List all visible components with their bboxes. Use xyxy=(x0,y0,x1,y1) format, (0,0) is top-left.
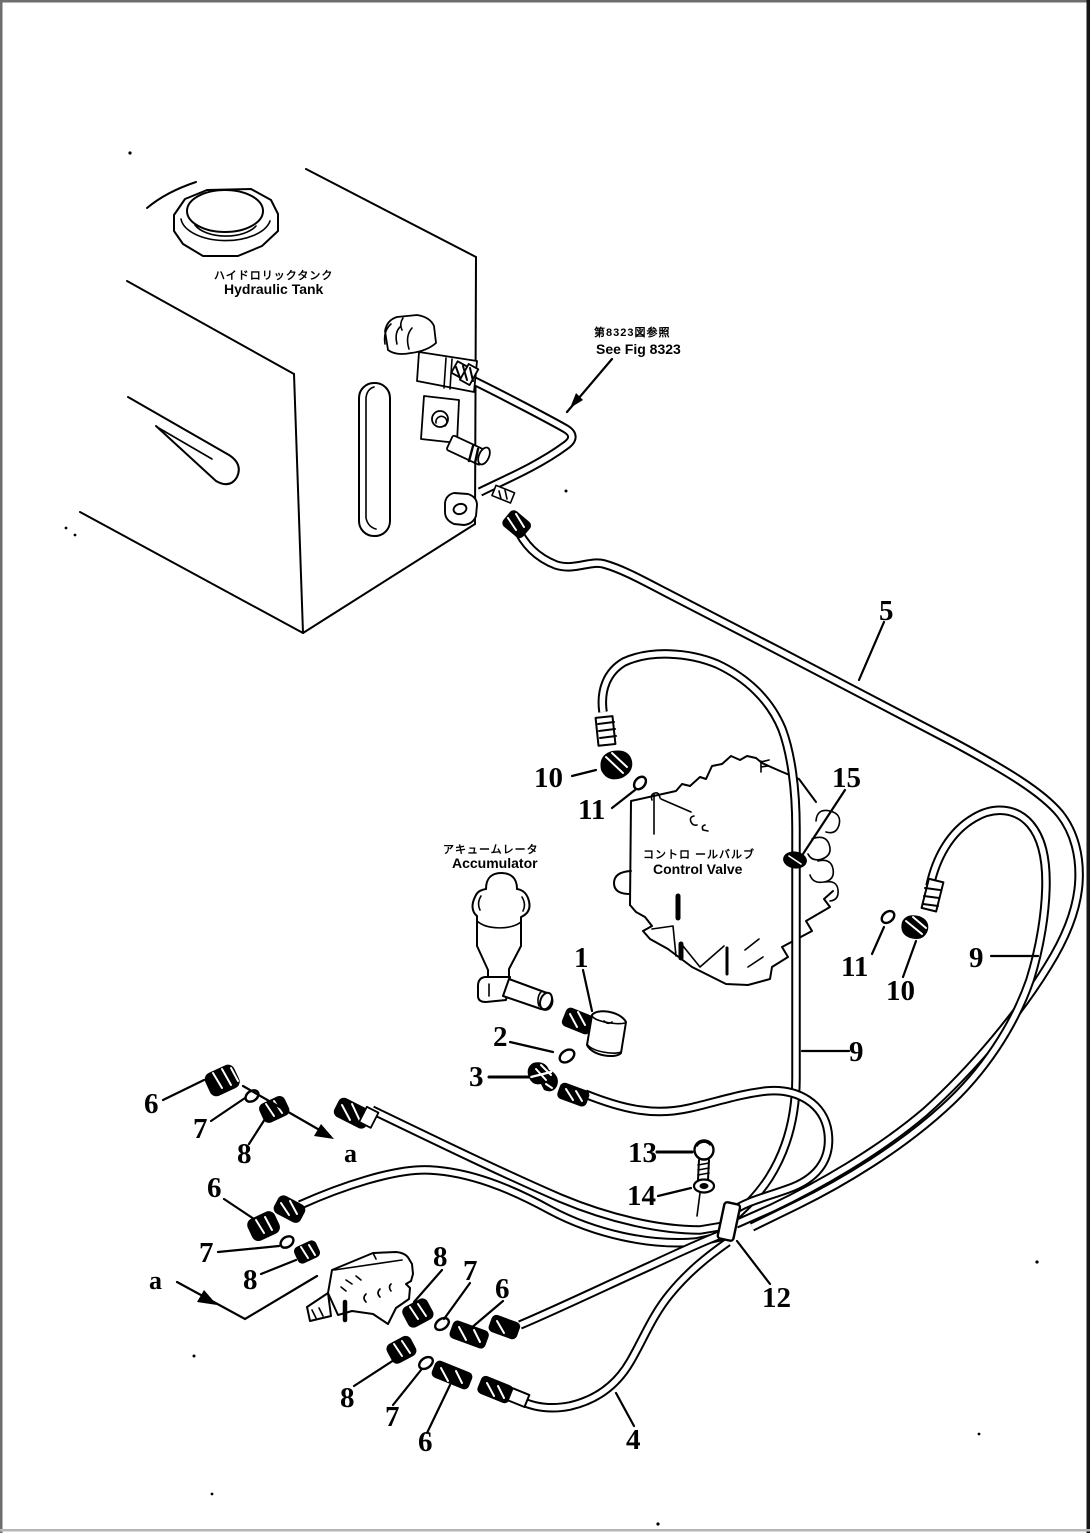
svg-text:7: 7 xyxy=(193,1113,208,1145)
svg-text:2: 2 xyxy=(493,1021,508,1053)
svg-text:1: 1 xyxy=(574,942,589,974)
svg-text:10: 10 xyxy=(886,975,915,1007)
svg-text:5: 5 xyxy=(879,595,894,627)
svg-text:8: 8 xyxy=(237,1138,252,1170)
svg-text:7: 7 xyxy=(463,1255,478,1287)
svg-text:15: 15 xyxy=(832,762,861,794)
svg-text:8: 8 xyxy=(340,1382,355,1414)
svg-text:3: 3 xyxy=(469,1061,484,1093)
svg-text:アキュームレータ: アキュームレータ xyxy=(443,843,539,856)
svg-text:6: 6 xyxy=(144,1088,159,1120)
svg-text:8: 8 xyxy=(433,1241,448,1273)
svg-text:Hydraulic Tank: Hydraulic Tank xyxy=(224,281,324,297)
svg-text:Control Valve: Control Valve xyxy=(653,861,743,877)
svg-text:第8323図参照: 第8323図参照 xyxy=(594,325,670,339)
svg-text:6: 6 xyxy=(207,1172,222,1204)
svg-text:12: 12 xyxy=(762,1282,791,1314)
svg-text:14: 14 xyxy=(627,1180,656,1212)
svg-text:4: 4 xyxy=(626,1424,641,1456)
svg-text:See Fig 8323: See Fig 8323 xyxy=(596,341,681,357)
svg-text:コントロ ールバルブ: コントロ ールバルブ xyxy=(643,847,755,861)
svg-text:7: 7 xyxy=(385,1401,400,1433)
svg-text:a: a xyxy=(149,1266,162,1295)
svg-text:9: 9 xyxy=(969,942,984,974)
svg-text:8: 8 xyxy=(243,1264,258,1296)
svg-text:a: a xyxy=(344,1139,357,1168)
svg-text:10: 10 xyxy=(534,762,563,794)
svg-text:6: 6 xyxy=(418,1426,433,1458)
svg-text:ハイドロリックタンク: ハイドロリックタンク xyxy=(214,269,333,282)
svg-text:11: 11 xyxy=(578,794,605,826)
svg-text:13: 13 xyxy=(628,1137,657,1169)
svg-text:9: 9 xyxy=(849,1036,864,1068)
svg-text:Accumulator: Accumulator xyxy=(452,855,538,871)
svg-text:11: 11 xyxy=(841,951,868,983)
svg-text:6: 6 xyxy=(495,1273,510,1305)
svg-text:7: 7 xyxy=(199,1237,214,1269)
